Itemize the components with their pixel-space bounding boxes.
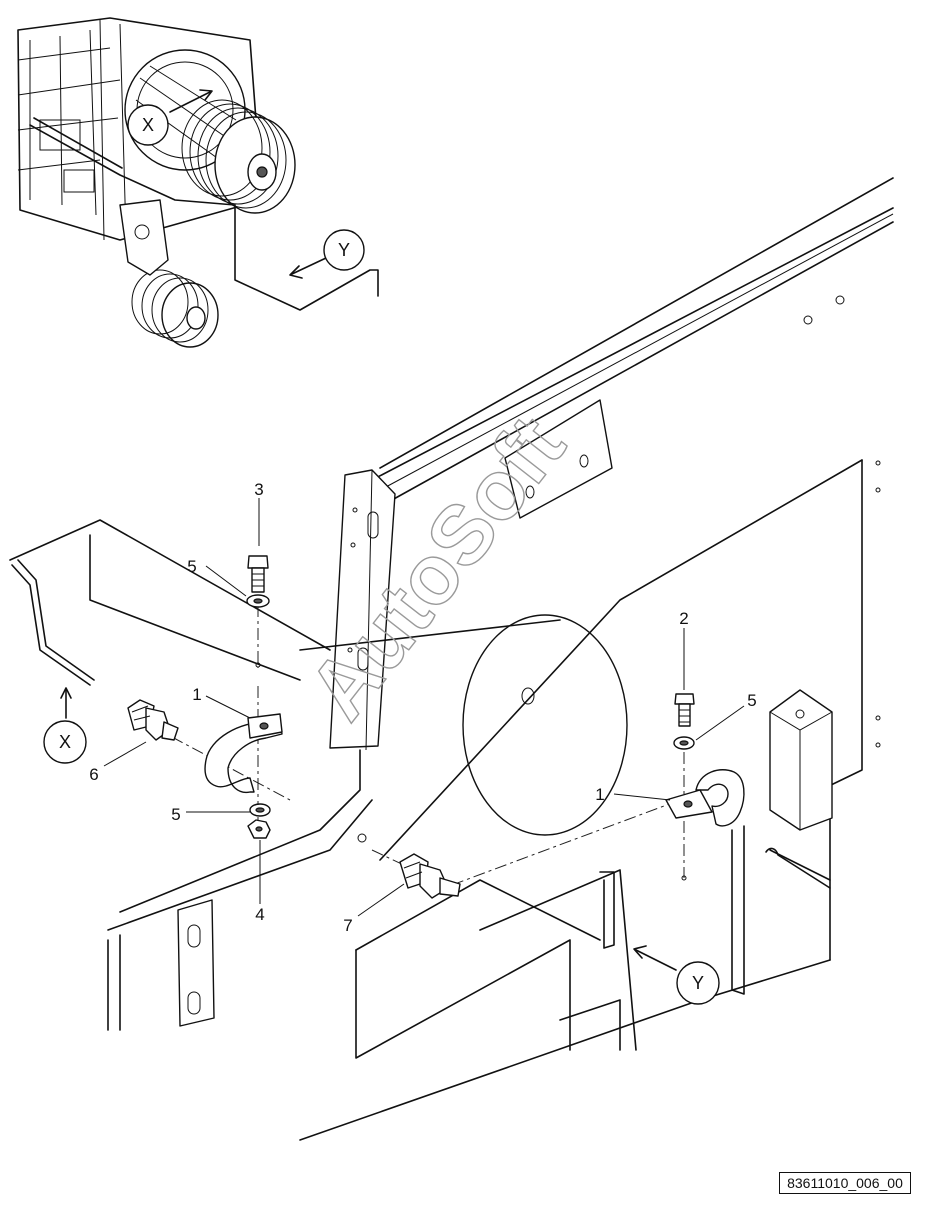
engine-overview-inset xyxy=(17,17,379,348)
callout-1-right: 1 xyxy=(595,785,604,804)
fitting-6 xyxy=(127,699,179,741)
washer-5-upper-left xyxy=(246,594,270,608)
washer-5-lower-left xyxy=(249,803,271,817)
view-callout-y-inset: Y xyxy=(323,229,365,271)
bolt-3 xyxy=(247,555,269,593)
chassis-frame xyxy=(9,177,894,1141)
document-id-label: 83611010_006_00 xyxy=(779,1172,911,1194)
callout-3: 3 xyxy=(254,480,263,499)
svg-text:Y: Y xyxy=(338,240,350,260)
clamp-1-left xyxy=(204,713,283,794)
mounting-hole xyxy=(255,662,261,668)
callout-5-upper-left: 5 xyxy=(187,557,196,576)
callout-2: 2 xyxy=(679,609,688,628)
callout-6: 6 xyxy=(89,765,98,784)
washer-5-right xyxy=(673,736,695,750)
callout-5-lower-left: 5 xyxy=(171,805,180,824)
assembly-centerline-right-horizontal xyxy=(371,799,681,886)
callout-7: 7 xyxy=(343,916,352,935)
bolt-2 xyxy=(674,693,695,727)
fitting-7 xyxy=(399,853,461,899)
svg-text:X: X xyxy=(142,115,154,135)
view-callout-y: Y xyxy=(676,961,720,1005)
svg-text:Y: Y xyxy=(692,973,704,993)
callout-4: 4 xyxy=(255,905,264,924)
nut-4 xyxy=(247,819,271,839)
callout-5-right: 5 xyxy=(747,691,756,710)
callout-1-left: 1 xyxy=(192,685,201,704)
view-callout-x-inset: X xyxy=(127,104,169,146)
leader-lines xyxy=(60,498,745,971)
view-callout-x: X xyxy=(43,720,87,764)
mounting-hole-right xyxy=(681,875,687,881)
clamp-1-right xyxy=(665,769,745,827)
svg-text:X: X xyxy=(59,732,71,752)
